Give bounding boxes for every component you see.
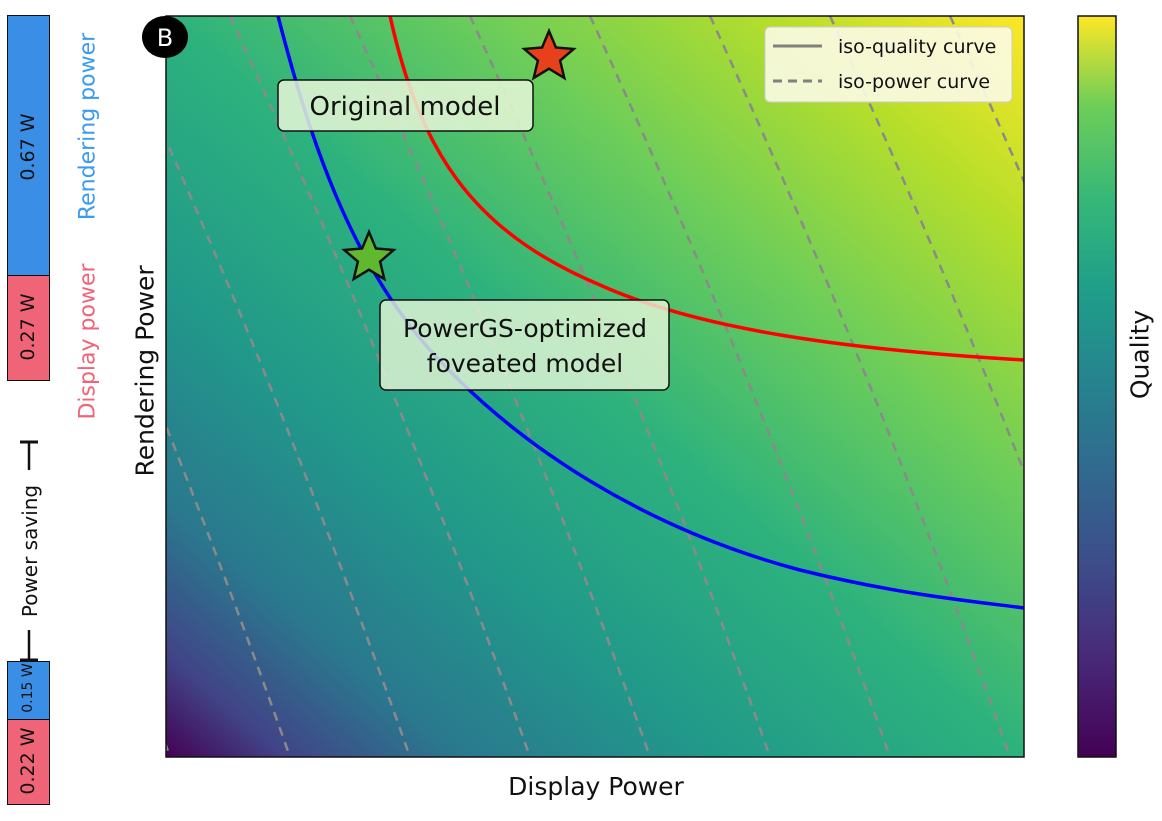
optimized-model-star-icon [341,228,397,282]
panel-label-badge: B [142,16,188,58]
panel-label: B [157,24,173,52]
original-display-bar: 0.27 W [7,275,50,381]
original-rendering-bar: 0.67 W [7,15,50,277]
original-model-annotation: Original model [277,79,534,132]
original-model-star-icon [521,27,577,81]
iso-power-curve [948,16,1024,185]
power-saving-arrow-icon [20,440,38,662]
annotation-text-line2: foveated model [427,349,623,378]
x-axis-label: Display Power [508,772,684,801]
iso-power-curve [166,137,412,757]
colorbar-label: Quality [1125,309,1155,400]
iso-power-curve [708,16,1012,757]
colorbar [1077,15,1117,758]
annotation-text: Original model [310,92,501,122]
legend: iso-quality curve iso-power curve [764,26,1013,103]
optimized-model-annotation: PowerGS-optimized foveated model [379,299,670,391]
iso-power-curve [588,16,892,757]
legend-entry-dashed: iso-power curve [838,71,990,93]
annotation-text-line1: PowerGS-optimized [403,314,647,343]
iso-quality-curve-optimized [276,16,1024,610]
optimized-display-bar: 0.22 W [7,719,50,805]
iso-power-curve [166,741,172,757]
legend-entry-solid: iso-quality curve [838,36,996,58]
iso-power-curve [828,16,1024,475]
